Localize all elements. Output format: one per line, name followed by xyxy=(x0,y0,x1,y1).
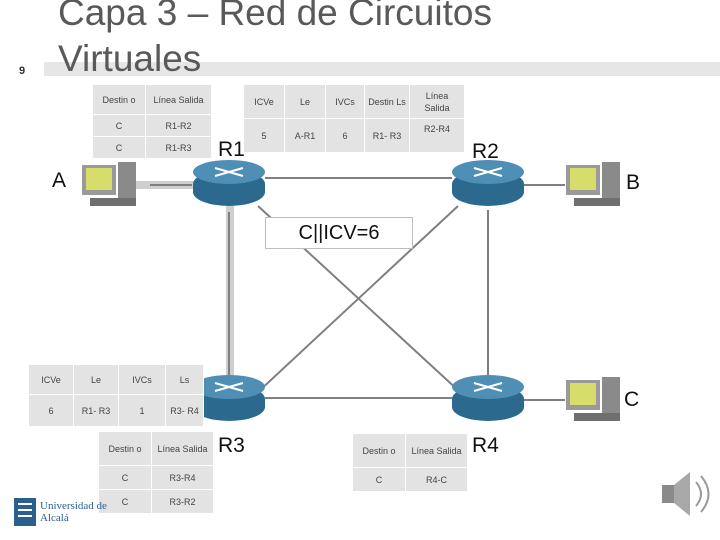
router-r3-label: R3 xyxy=(218,434,245,457)
router-r4-icon xyxy=(452,375,524,421)
table-header: Le xyxy=(73,364,119,395)
table-header: Destin o xyxy=(92,84,146,115)
vc-table-r1: ICVe Le IVCs Destin Ls Línea Salida 5 A-… xyxy=(243,84,465,153)
university-logo-text: Universidad de Alcalá xyxy=(40,500,107,524)
table-header: Ls xyxy=(165,364,204,395)
router-r2-icon xyxy=(452,160,524,206)
table-cell: R1- R3 xyxy=(364,118,410,153)
table-cell: R1-R2 xyxy=(145,114,212,137)
table-cell: R1-R3 xyxy=(145,136,212,159)
table-header: Destin Ls xyxy=(364,84,410,119)
table-cell: 6 xyxy=(325,118,365,153)
table-cell: 1 xyxy=(118,394,166,427)
table-cell: R3-R4 xyxy=(151,465,214,490)
table-cell: R2-R4 xyxy=(409,118,465,153)
link-r2-r3 xyxy=(257,205,459,393)
university-logo-icon xyxy=(14,498,36,526)
title-rule xyxy=(44,62,720,76)
router-r2-label: R2 xyxy=(472,140,499,163)
host-c-label: C xyxy=(624,388,640,411)
table-cell: C xyxy=(98,489,152,514)
table-cell: A-R1 xyxy=(284,118,326,153)
table-cell: R1- R3 xyxy=(73,394,119,427)
table-header: Línea Salida xyxy=(151,431,214,466)
table-header: Línea Salida xyxy=(405,433,468,468)
host-c-icon xyxy=(566,377,620,421)
table-cell: C xyxy=(92,114,146,137)
router-r1-label: R1 xyxy=(218,138,245,161)
table-header: ICVe xyxy=(28,364,74,395)
host-a-label: A xyxy=(52,169,67,192)
table-cell: C xyxy=(92,136,146,159)
packet-label: C||ICV=6 xyxy=(265,217,413,249)
table-header: Le xyxy=(284,84,326,119)
table-cell: R3- R4 xyxy=(165,394,204,427)
table-header: Línea Salida xyxy=(145,84,212,115)
table-cell: 5 xyxy=(243,118,285,153)
slide-title-line-1: Capa 3 – Red de Circuitos xyxy=(58,0,492,33)
routing-table-r1: Destin o Línea Salida C R1-R2 C R1-R3 xyxy=(92,84,212,159)
slide-number: 9 xyxy=(0,62,44,80)
host-a-icon xyxy=(82,162,136,206)
table-header: Línea Salida xyxy=(409,84,465,119)
table-cell: R4-C xyxy=(405,467,468,492)
vc-table-r3: ICVe Le IVCs Ls 6 R1- R3 1 R3- R4 xyxy=(28,364,204,427)
speaker-icon xyxy=(662,472,710,516)
routing-table-r4: Destin o Línea Salida C R4-C xyxy=(352,433,468,492)
table-header: Destin o xyxy=(352,433,406,468)
table-header: Destin o xyxy=(98,431,152,466)
router-r4-label: R4 xyxy=(472,434,499,457)
slide-title-area: 9 Capa 3 – Red de Circuitos Virtuales xyxy=(0,0,720,80)
table-cell: C xyxy=(98,465,152,490)
table-header: ICVe xyxy=(243,84,285,119)
host-b-label: B xyxy=(626,171,641,194)
table-header: IVCs xyxy=(325,84,365,119)
table-cell: 6 xyxy=(28,394,74,427)
routing-table-r3: Destin o Línea Salida C R3-R4 C R3-R2 xyxy=(98,431,214,514)
router-r3-icon xyxy=(193,375,265,421)
router-r1-icon xyxy=(193,160,265,206)
host-b-icon xyxy=(566,162,620,206)
table-cell: R3-R2 xyxy=(151,489,214,514)
table-header: IVCs xyxy=(118,364,166,395)
slide-title-line-2: Virtuales xyxy=(58,38,202,79)
table-cell: C xyxy=(352,467,406,492)
